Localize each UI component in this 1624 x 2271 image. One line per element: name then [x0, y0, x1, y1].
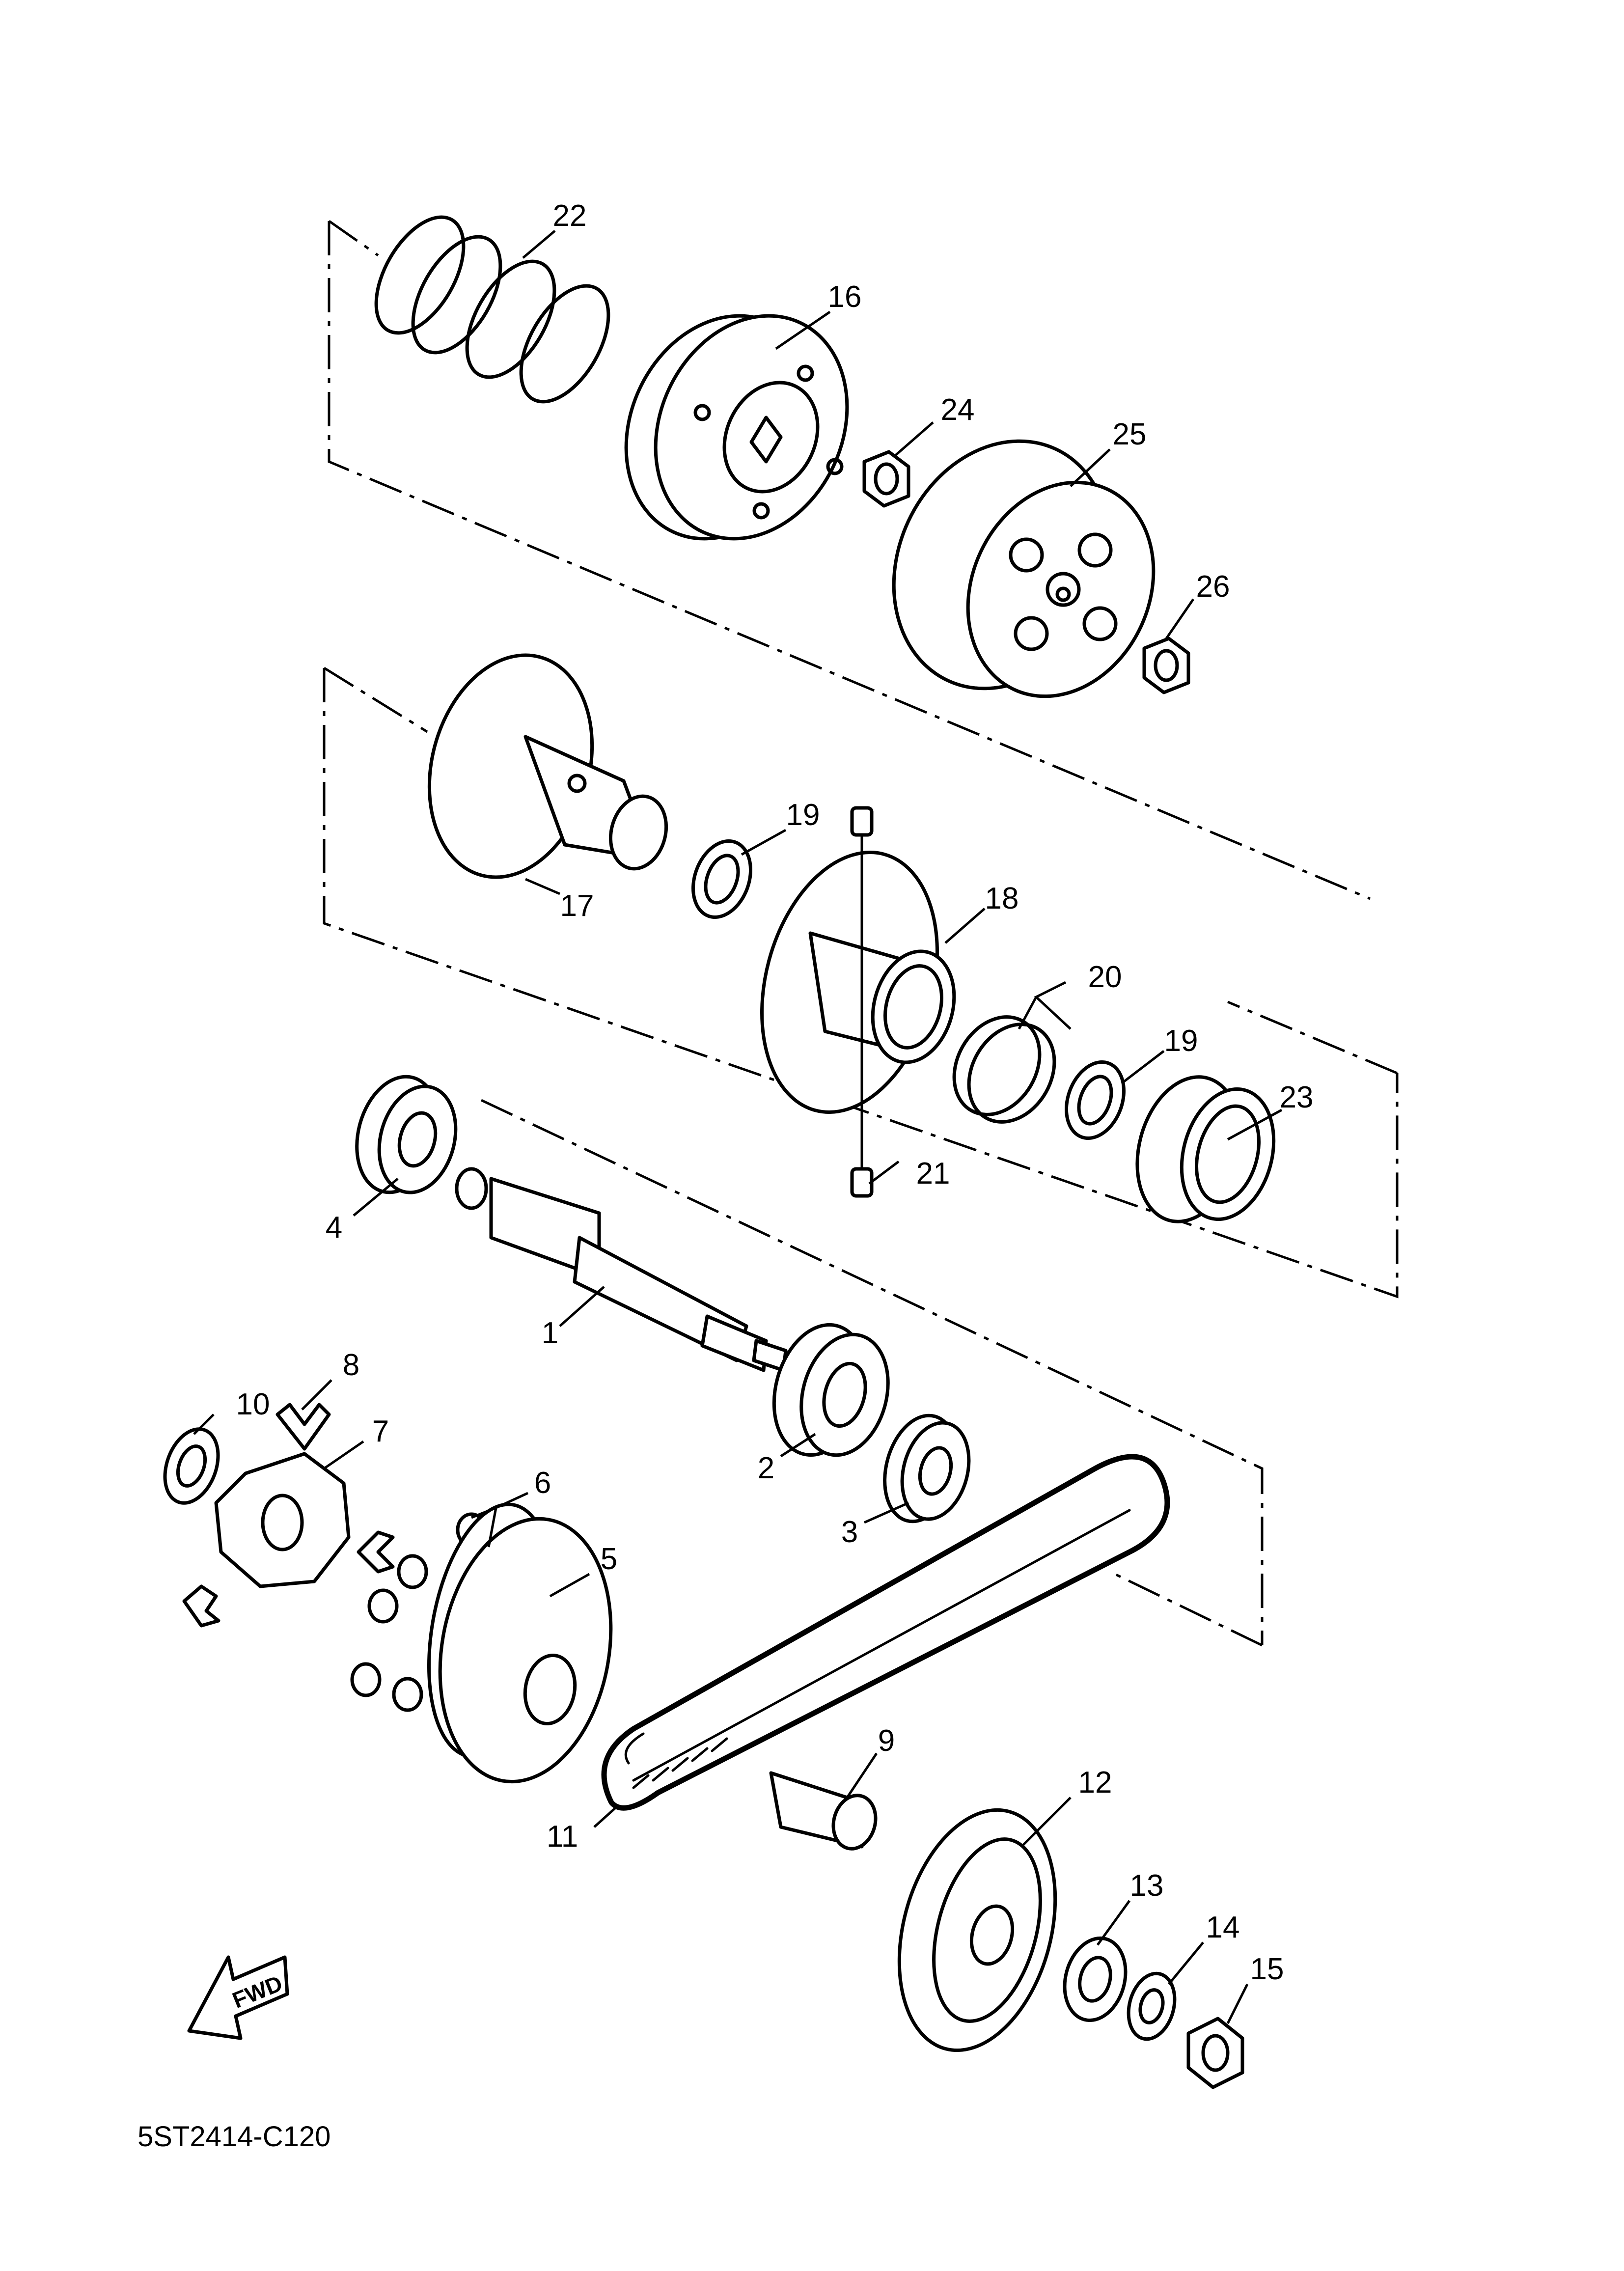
leader-lines	[193, 230, 1283, 2024]
diagram-code: 5ST2414-C120	[138, 2121, 330, 2153]
callout-labels: 22 16 24 25 26 17 19 18 20 19 23 21 4 1 …	[236, 199, 1314, 1986]
callout-20: 20	[1088, 960, 1122, 994]
part-8-slider	[275, 1403, 331, 1451]
part-25-clutch-housing	[892, 439, 1156, 698]
belt-group-boundary	[480, 1099, 1264, 1645]
part-19-oil-seal-a	[691, 839, 752, 919]
part-9-collar	[769, 1771, 878, 1851]
part-24-nut	[862, 450, 910, 508]
secondary-boundary-right	[1227, 1000, 1398, 1075]
part-13-clutch-boss	[1063, 1936, 1128, 2022]
part-21-guide-pin-top	[850, 806, 874, 837]
part-3-oil-seal	[883, 1413, 971, 1523]
callout-3: 3	[841, 1515, 858, 1549]
belt-boundary-bottom	[1109, 1570, 1263, 1647]
part-7-cam-plate	[214, 1452, 351, 1588]
part-17-secondary-fixed-sheave	[427, 653, 668, 879]
part-12-primary-fixed-sheave	[897, 1808, 1057, 2052]
callout-11: 11	[547, 1820, 578, 1854]
part-23-collar	[1135, 1075, 1276, 1223]
clutch-group-boundary-top	[328, 220, 379, 257]
callout-13: 13	[1130, 1869, 1164, 1903]
callout-6: 6	[534, 1466, 551, 1500]
callout-8: 8	[343, 1348, 359, 1382]
callout-22: 22	[553, 199, 587, 233]
part-15-nut	[1186, 2017, 1244, 2089]
part-2-bearing	[772, 1323, 890, 1457]
part-22-clutch-spring	[374, 215, 610, 404]
part-1-primary-shaft	[455, 1167, 788, 1372]
callout-2: 2	[758, 1451, 774, 1485]
callout-26: 26	[1196, 570, 1230, 604]
callout-7: 7	[372, 1414, 389, 1448]
callout-5: 5	[601, 1542, 617, 1576]
part-5-primary-sliding-sheave	[427, 1502, 613, 1784]
callout-16: 16	[828, 280, 862, 314]
callout-4: 4	[326, 1211, 342, 1245]
part-10-washer	[163, 1427, 220, 1505]
callout-15: 15	[1250, 1952, 1284, 1986]
callout-18: 18	[985, 882, 1019, 915]
callout-9: 9	[878, 1724, 895, 1758]
callout-17: 17	[560, 889, 594, 923]
part-11-v-belt	[601, 1454, 1170, 1811]
callout-24: 24	[941, 393, 975, 427]
part-16-clutch-carrier	[624, 314, 849, 541]
part-4-bearing	[355, 1075, 458, 1194]
part-26-flange-nut	[1142, 637, 1190, 694]
part-21-guide-pin-bottom	[850, 1167, 874, 1198]
callout-1: 1	[542, 1316, 558, 1350]
callout-10: 10	[236, 1387, 270, 1421]
clutch-group-boundary	[328, 221, 1371, 900]
part-18-secondary-sliding-sheave	[760, 833, 956, 1170]
slider-pieces	[182, 1530, 395, 1628]
fwd-arrow-icon: FWD	[187, 1955, 289, 2040]
callout-19b: 19	[1164, 1024, 1198, 1058]
callout-23: 23	[1280, 1080, 1314, 1114]
callout-19a: 19	[786, 798, 820, 832]
secondary-boundary-top	[323, 666, 428, 733]
callout-14: 14	[1206, 1911, 1240, 1944]
part-19-oil-seal-b	[1065, 1060, 1126, 1140]
callout-21: 21	[916, 1157, 950, 1191]
callout-12: 12	[1078, 1766, 1112, 1800]
callout-25: 25	[1113, 417, 1147, 451]
part-20-o-rings	[952, 1015, 1056, 1124]
part-14-washer	[1127, 1971, 1177, 2041]
